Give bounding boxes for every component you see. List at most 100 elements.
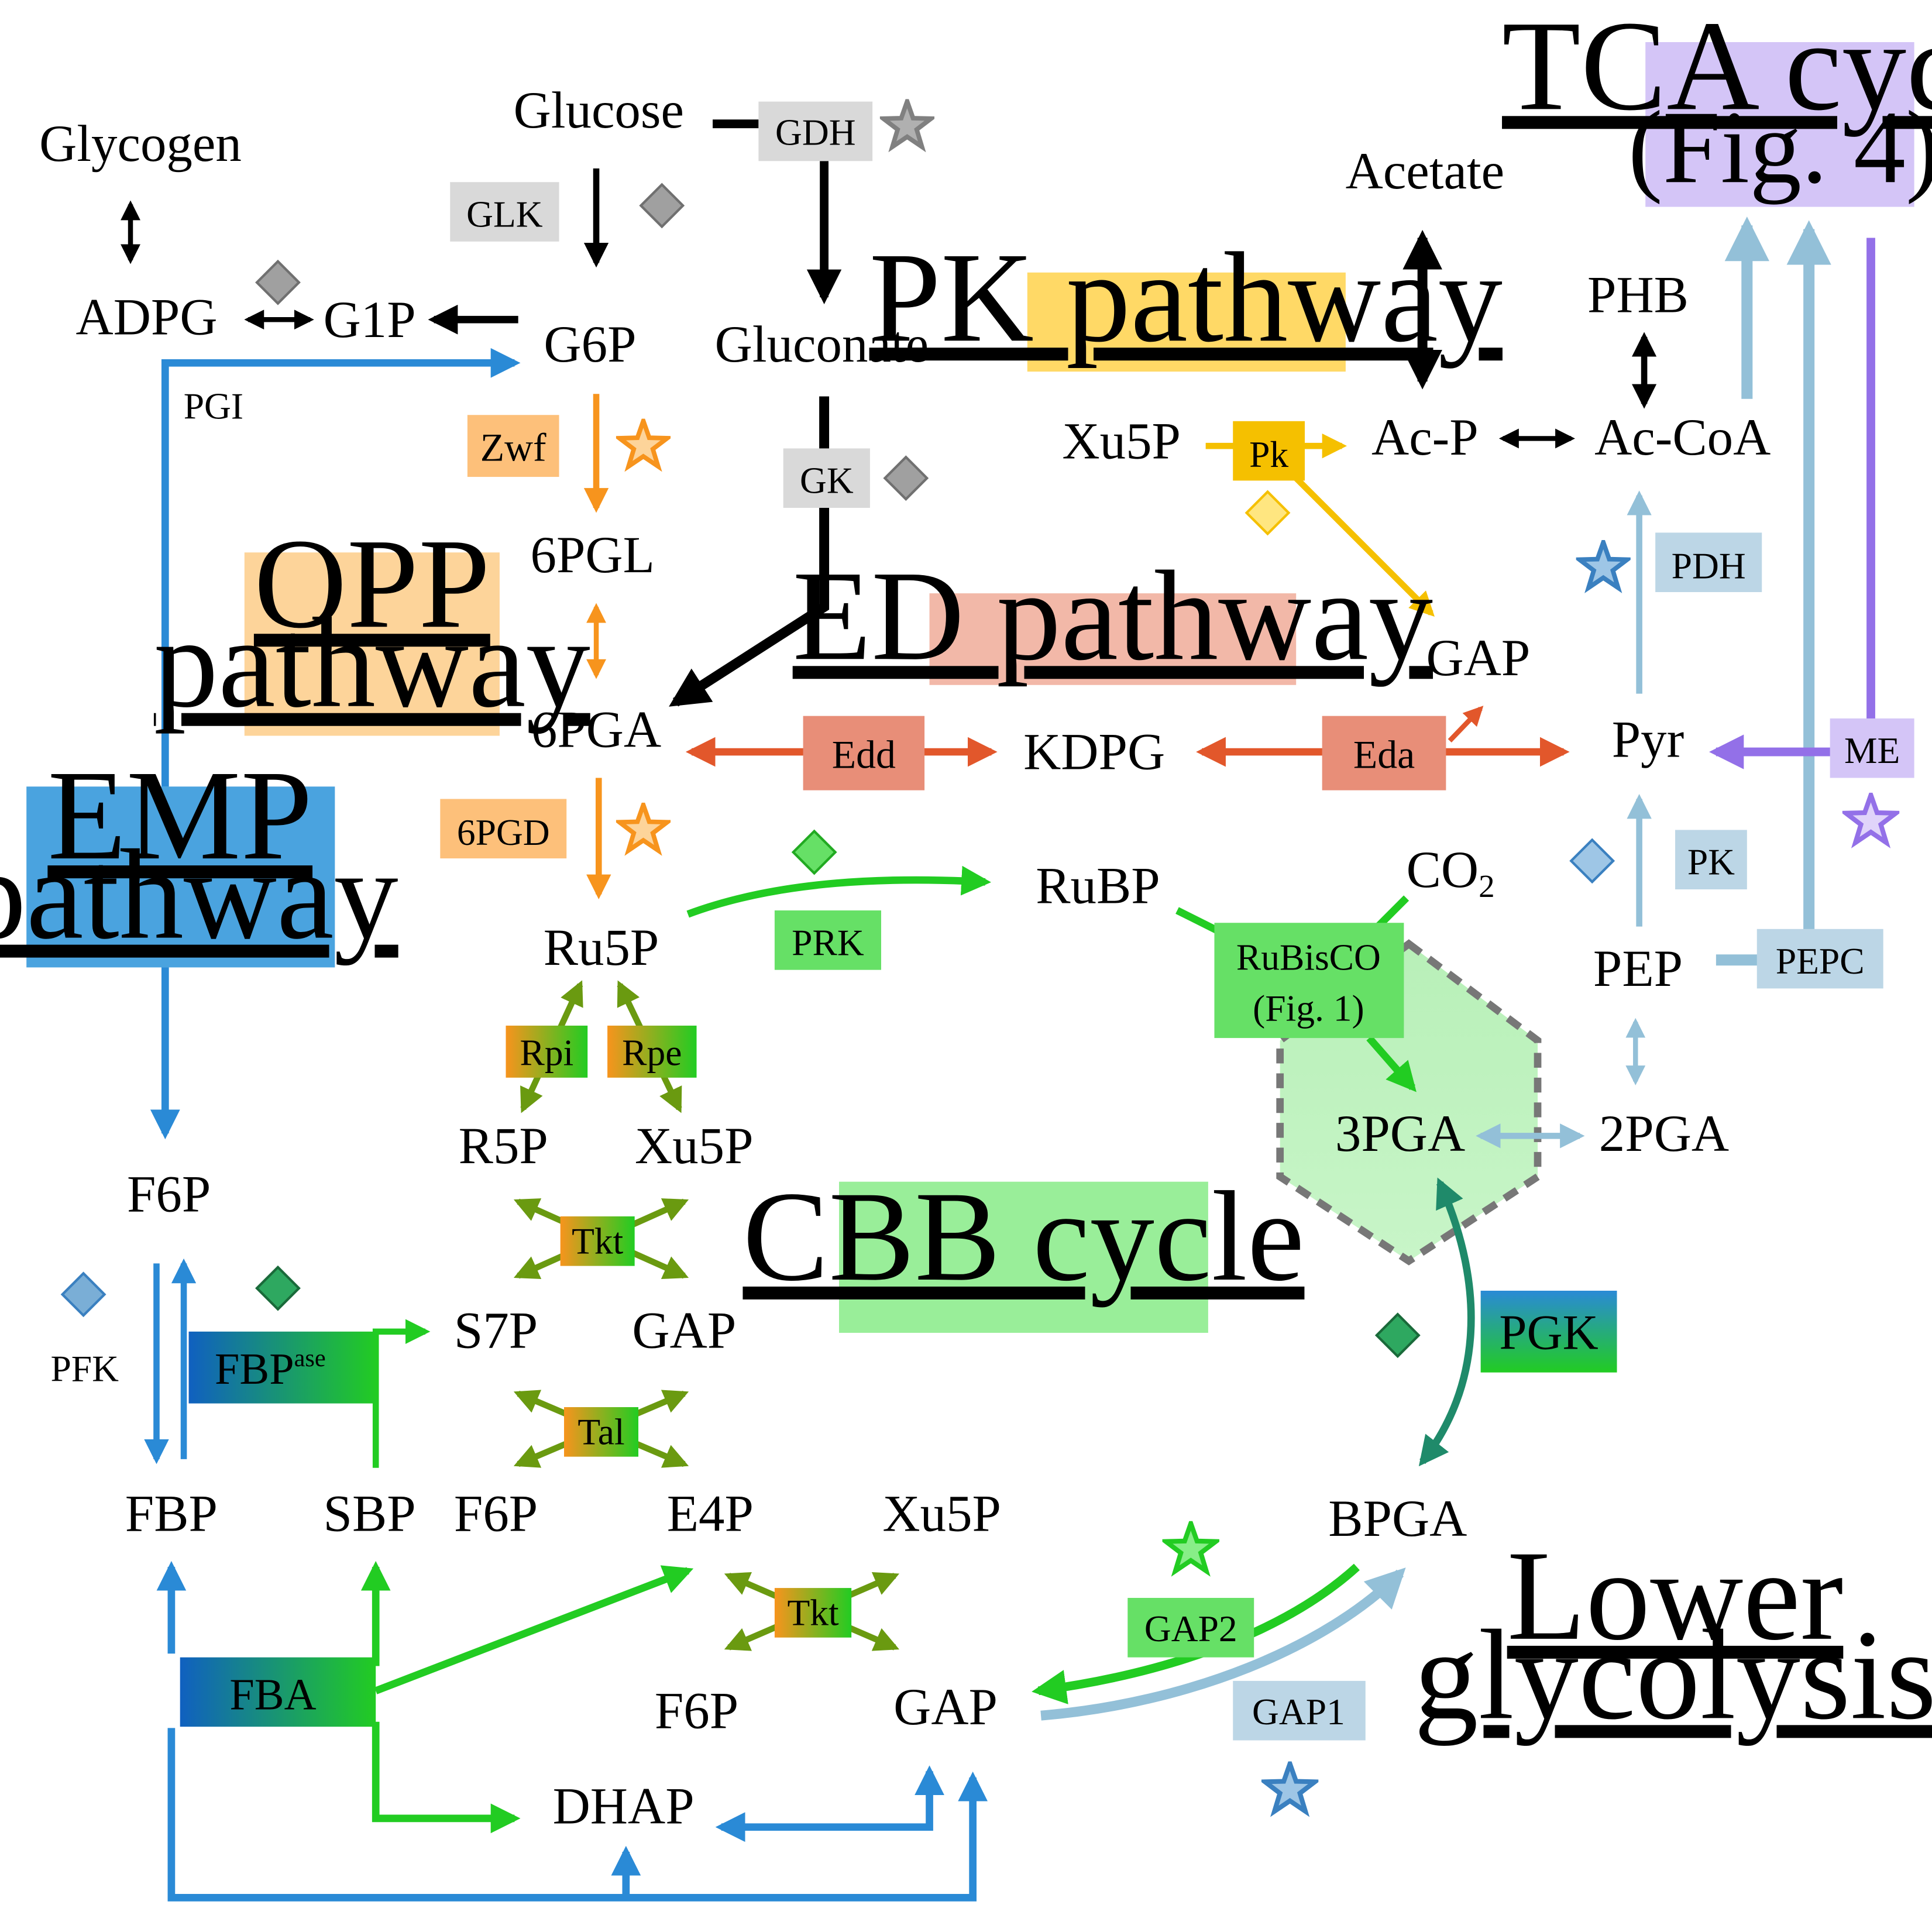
- star-marker-gap1: [1265, 1764, 1315, 1811]
- edd-label: Edd: [832, 733, 896, 777]
- metabolite-xu5p-pk: Xu5P: [1062, 412, 1181, 470]
- metabolite-r5p: R5P: [459, 1118, 548, 1175]
- arrow-eda-gap: [1448, 706, 1484, 742]
- metabolite-glycogen: Glycogen: [39, 115, 242, 173]
- rpe-label: Rpe: [622, 1032, 682, 1074]
- 6pgd-label: 6PGD: [457, 812, 550, 853]
- emp-title-1: EMP: [47, 744, 312, 886]
- tkt1-label: Tkt: [572, 1220, 624, 1261]
- metabolite-gap-pk: GAP: [1426, 630, 1530, 687]
- metabolite-glucose: Glucose: [514, 82, 684, 139]
- diamond-marker-pgk: [1374, 1312, 1421, 1359]
- metabolite-s7p: S7P: [454, 1302, 538, 1359]
- fba-box: [180, 1657, 376, 1727]
- diamond-marker-gk: [883, 455, 929, 501]
- metabolite-f6p-emp: F6P: [127, 1166, 211, 1223]
- metabolite-sbp: SBP: [324, 1486, 416, 1543]
- star-marker-pdh: [1579, 542, 1627, 588]
- metabolite-6pga: 6PGA: [531, 702, 661, 759]
- tkt2-label: Tkt: [787, 1592, 839, 1634]
- metabolite-kdpg: KDPG: [1023, 724, 1165, 781]
- pk-enzyme-box: [1233, 421, 1305, 481]
- opp-title-1: OPP: [254, 512, 490, 655]
- pk-enzyme-label: Pk: [1249, 434, 1288, 475]
- star-marker-zwf: [620, 421, 668, 466]
- gap1-box: [1233, 1680, 1366, 1741]
- tca-subtitle: (Fig. 4): [1628, 90, 1932, 205]
- diamond-marker-prk: [791, 829, 837, 875]
- cbb-box: [838, 1181, 1208, 1333]
- zwf-label: Zwf: [480, 426, 546, 470]
- arrow-3pga-bpga-pgk: [1418, 1177, 1475, 1467]
- glk-label: GLK: [466, 193, 543, 235]
- tal-label: Tal: [577, 1411, 624, 1453]
- arrow-fba-dhap: [372, 1721, 521, 1834]
- me-box: [1830, 718, 1914, 778]
- line-fba-bottom-loop: [167, 1728, 988, 1902]
- metabolite-gluconate: Gluconate: [715, 316, 929, 373]
- metabolite-ac-p: Ac-P: [1371, 409, 1479, 466]
- diamond-marker-glycogen: [255, 259, 301, 305]
- metabolite-xu5p-1: Xu5P: [635, 1118, 754, 1175]
- gk-label: GK: [800, 460, 854, 501]
- gap2-label: GAP2: [1144, 1608, 1237, 1649]
- fbpase-label-sup: ase: [294, 1345, 326, 1372]
- metabolite-acetate: Acetate: [1346, 143, 1504, 200]
- pdh-box: [1655, 532, 1762, 592]
- metabolite-f6p-tal: F6P: [454, 1486, 538, 1543]
- prk-label: PRK: [792, 922, 864, 963]
- metabolite-e4p: E4P: [667, 1486, 754, 1543]
- metabolite-gap-low: GAP: [893, 1679, 998, 1736]
- opp-title-2: pathway: [154, 592, 590, 734]
- ed-pathway-box: [929, 593, 1297, 685]
- emp-title-2: pathway: [0, 823, 398, 966]
- pfk-label: PFK: [50, 1348, 119, 1390]
- pgk-box: [1480, 1290, 1617, 1373]
- glk-box: [450, 182, 559, 242]
- arrow-pgi-g6p: [161, 348, 521, 787]
- metabolite-6pgl: 6PGL: [530, 527, 654, 584]
- 6pgd-box: [440, 799, 567, 859]
- me-label: ME: [1844, 730, 1900, 771]
- cbb-title: CBB cycle: [742, 1165, 1304, 1308]
- fba-label: FBA: [229, 1670, 316, 1720]
- tca-box: [1645, 42, 1914, 207]
- pepc-box: [1756, 929, 1883, 989]
- metabolite-co2: CO2: [1407, 841, 1495, 904]
- pk-label: PK: [1687, 841, 1735, 883]
- metabolite-ac-coa: Ac-CoA: [1594, 409, 1771, 466]
- arrow-fbpase-s7p: [372, 1319, 431, 1468]
- arrow-rubisco-3pga: [1366, 1035, 1417, 1092]
- star-marker-gap2: [1166, 1524, 1216, 1571]
- star-marker-gdh: [884, 101, 931, 147]
- metabolite-gap-tkt: GAP: [632, 1302, 736, 1359]
- metabolite-phb: PHB: [1587, 267, 1689, 324]
- metabolite-fbp: FBP: [125, 1486, 218, 1543]
- pgi-label: PGI: [184, 386, 243, 427]
- metabolite-co2-main: CO: [1407, 841, 1479, 899]
- diamond-marker-pfk: [60, 1271, 106, 1318]
- star-marker-me: [1846, 795, 1896, 843]
- opp-box: [244, 552, 500, 736]
- gap2-box: [1127, 1598, 1254, 1658]
- diamond-marker-fbpase: [255, 1265, 301, 1311]
- lower-glycolysis-title-1: Lower: [1507, 1524, 1844, 1667]
- arrow-fba-e4p: [374, 1565, 694, 1694]
- eda-label: Eda: [1353, 733, 1415, 777]
- pk-pathway-box: [1027, 272, 1346, 372]
- metabolite-xu5p-2: Xu5P: [882, 1486, 1001, 1543]
- metabolite-dhap: DHAP: [553, 1778, 695, 1835]
- metabolite-3pga: 3PGA: [1335, 1105, 1465, 1163]
- metabolite-adpg: ADPG: [76, 289, 218, 346]
- metabolite-g1p: G1P: [324, 291, 416, 349]
- pk-box: [1675, 830, 1747, 890]
- emp-box: [26, 786, 335, 968]
- ed-pathway-title: ED pathway: [793, 544, 1433, 687]
- fbpase-label: FBPase: [215, 1345, 326, 1394]
- star-marker-6pgd: [620, 805, 668, 851]
- eda-box: [1322, 716, 1446, 790]
- rpe-box: [607, 1025, 697, 1078]
- metabolite-ru5p: Ru5P: [544, 919, 659, 977]
- gap1-label: GAP1: [1252, 1691, 1345, 1732]
